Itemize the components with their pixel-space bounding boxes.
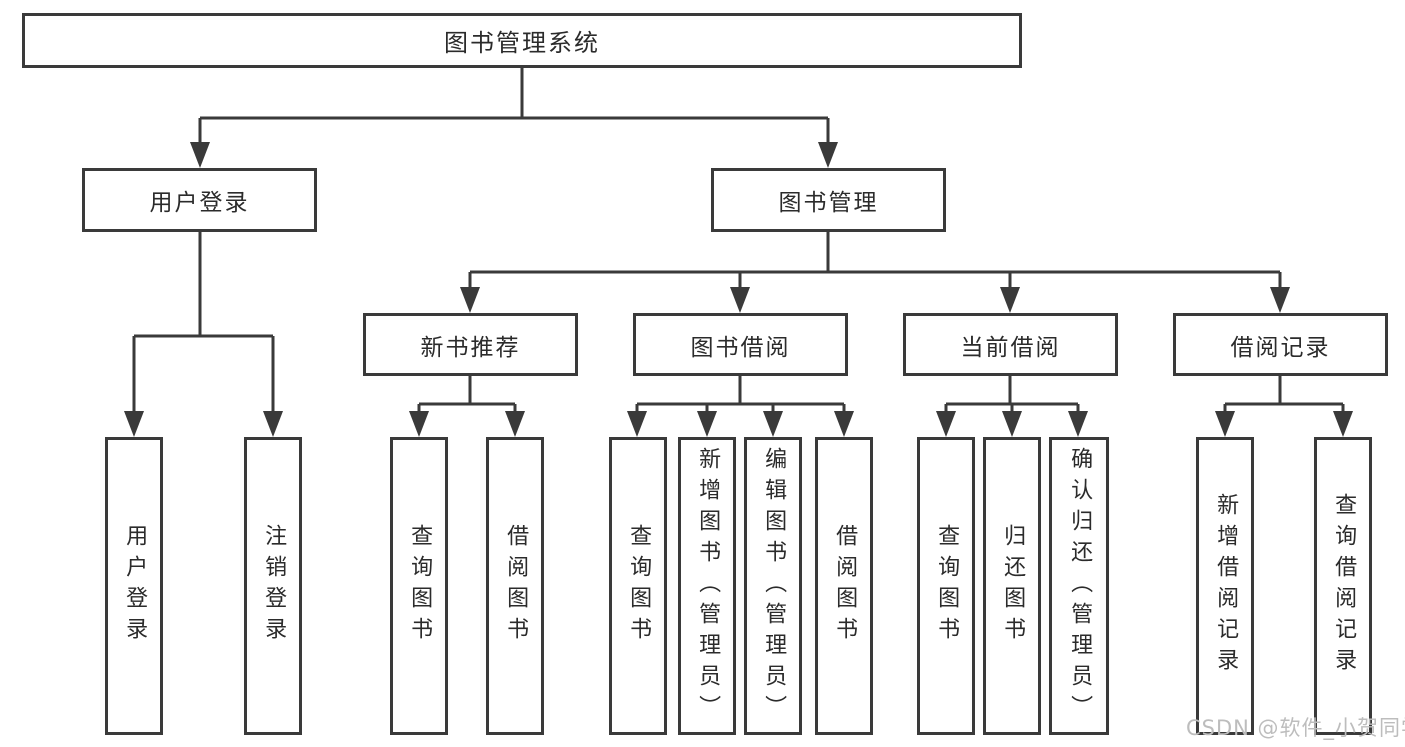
- connector-recommend-to-leaves: [417, 376, 517, 413]
- arrowhead: [1333, 411, 1353, 437]
- node-label: 图书管理: [778, 190, 879, 216]
- arrowhead: [190, 142, 210, 168]
- leaf-label: 查询图书: [934, 524, 960, 648]
- leaf-borrow-borrow-books: 借阅图书: [815, 437, 873, 735]
- leaf-label: 确认归还（管理员）: [1067, 446, 1093, 726]
- leaf-label: 归还图书: [1000, 524, 1026, 648]
- leaf-borrow-edit-books-admin: 编辑图书（管理员）: [744, 437, 802, 735]
- arrowhead: [730, 287, 750, 313]
- leaf-records-add-record: 新增借阅记录: [1196, 437, 1254, 735]
- arrowhead: [763, 411, 783, 437]
- leaf-user-login: 用户登录: [105, 437, 163, 735]
- connector-management-to-level2: [468, 232, 1282, 289]
- leaf-recommend-borrow-books: 借阅图书: [486, 437, 544, 735]
- arrowhead: [627, 411, 647, 437]
- leaf-recommend-query-books: 查询图书: [390, 437, 448, 735]
- connector-login-to-leaves: [132, 232, 275, 413]
- arrowhead: [1215, 411, 1235, 437]
- node-book-borrowing: 图书借阅: [633, 313, 848, 376]
- leaf-label: 查询借阅记录: [1331, 493, 1357, 679]
- arrowhead: [697, 411, 717, 437]
- leaf-label: 借阅图书: [832, 524, 858, 648]
- arrowhead: [936, 411, 956, 437]
- arrowhead: [263, 411, 283, 437]
- node-borrowing-records: 借阅记录: [1173, 313, 1388, 376]
- arrowhead: [1068, 411, 1088, 437]
- arrowhead: [818, 142, 838, 168]
- leaf-label: 查询图书: [407, 524, 433, 648]
- node-label: 借阅记录: [1230, 334, 1331, 361]
- node-user-login: 用户登录: [82, 168, 317, 232]
- leaf-label: 用户登录: [122, 524, 148, 648]
- connector-current-to-leaves: [944, 376, 1080, 413]
- arrowhead: [460, 287, 480, 313]
- connector-root-to-level1: [198, 68, 830, 144]
- arrowhead: [505, 411, 525, 437]
- connector-records-to-leaves: [1223, 376, 1345, 413]
- node-label: 新书推荐: [420, 334, 521, 361]
- leaf-label: 注销登录: [261, 524, 287, 648]
- arrowhead: [834, 411, 854, 437]
- leaf-logout: 注销登录: [244, 437, 302, 735]
- leaf-current-confirm-return-admin: 确认归还（管理员）: [1049, 437, 1109, 735]
- csdn-watermark: CSDN @软件_小贺同学: [1186, 716, 1405, 740]
- leaf-label: 借阅图书: [503, 524, 529, 648]
- leaf-records-query-record: 查询借阅记录: [1314, 437, 1372, 735]
- arrowhead: [1002, 411, 1022, 437]
- connector-borrow-to-leaves: [635, 376, 846, 413]
- node-label: 图书管理系统: [444, 29, 600, 57]
- arrowhead: [124, 411, 144, 437]
- leaf-label: 查询图书: [626, 524, 652, 648]
- arrowheads: [124, 142, 1353, 437]
- node-label: 图书借阅: [690, 334, 791, 361]
- leaf-borrow-add-books-admin: 新增图书（管理员）: [678, 437, 736, 735]
- node-current-borrowing: 当前借阅: [903, 313, 1118, 376]
- leaf-label: 新增借阅记录: [1213, 493, 1239, 679]
- arrowhead: [1270, 287, 1290, 313]
- leaf-label: 新增图书（管理员）: [695, 446, 721, 726]
- leaf-current-query-books: 查询图书: [917, 437, 975, 735]
- arrowhead: [1000, 287, 1020, 313]
- leaf-borrow-query-books: 查询图书: [609, 437, 667, 735]
- arrowhead: [409, 411, 429, 437]
- leaf-current-return-books: 归还图书: [983, 437, 1041, 735]
- node-label: 当前借阅: [960, 334, 1061, 361]
- leaf-label: 编辑图书（管理员）: [761, 446, 787, 726]
- node-library-management-system: 图书管理系统: [22, 13, 1022, 68]
- node-new-book-recommend: 新书推荐: [363, 313, 578, 376]
- node-book-management: 图书管理: [711, 168, 946, 232]
- node-label: 用户登录: [149, 190, 250, 216]
